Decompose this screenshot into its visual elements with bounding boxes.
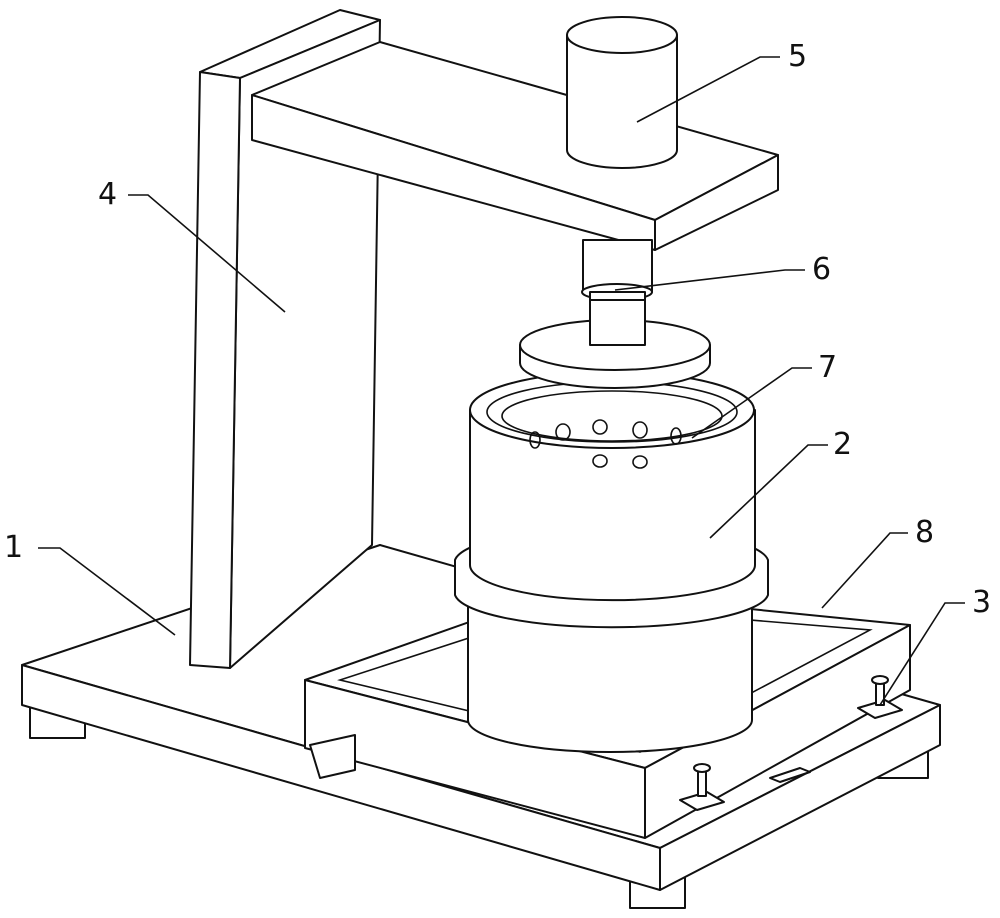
callout-1: 1 [4,533,23,563]
callout-8: 8 [915,518,934,548]
motor [567,17,677,168]
press-disc [520,300,710,388]
callout-5: 5 [788,42,807,72]
barrel [455,372,768,752]
callout-2: 2 [833,430,852,460]
callout-7: 7 [818,353,837,383]
callout-4: 4 [98,180,117,210]
callout-3: 3 [972,588,991,618]
callout-6: 6 [812,255,831,285]
